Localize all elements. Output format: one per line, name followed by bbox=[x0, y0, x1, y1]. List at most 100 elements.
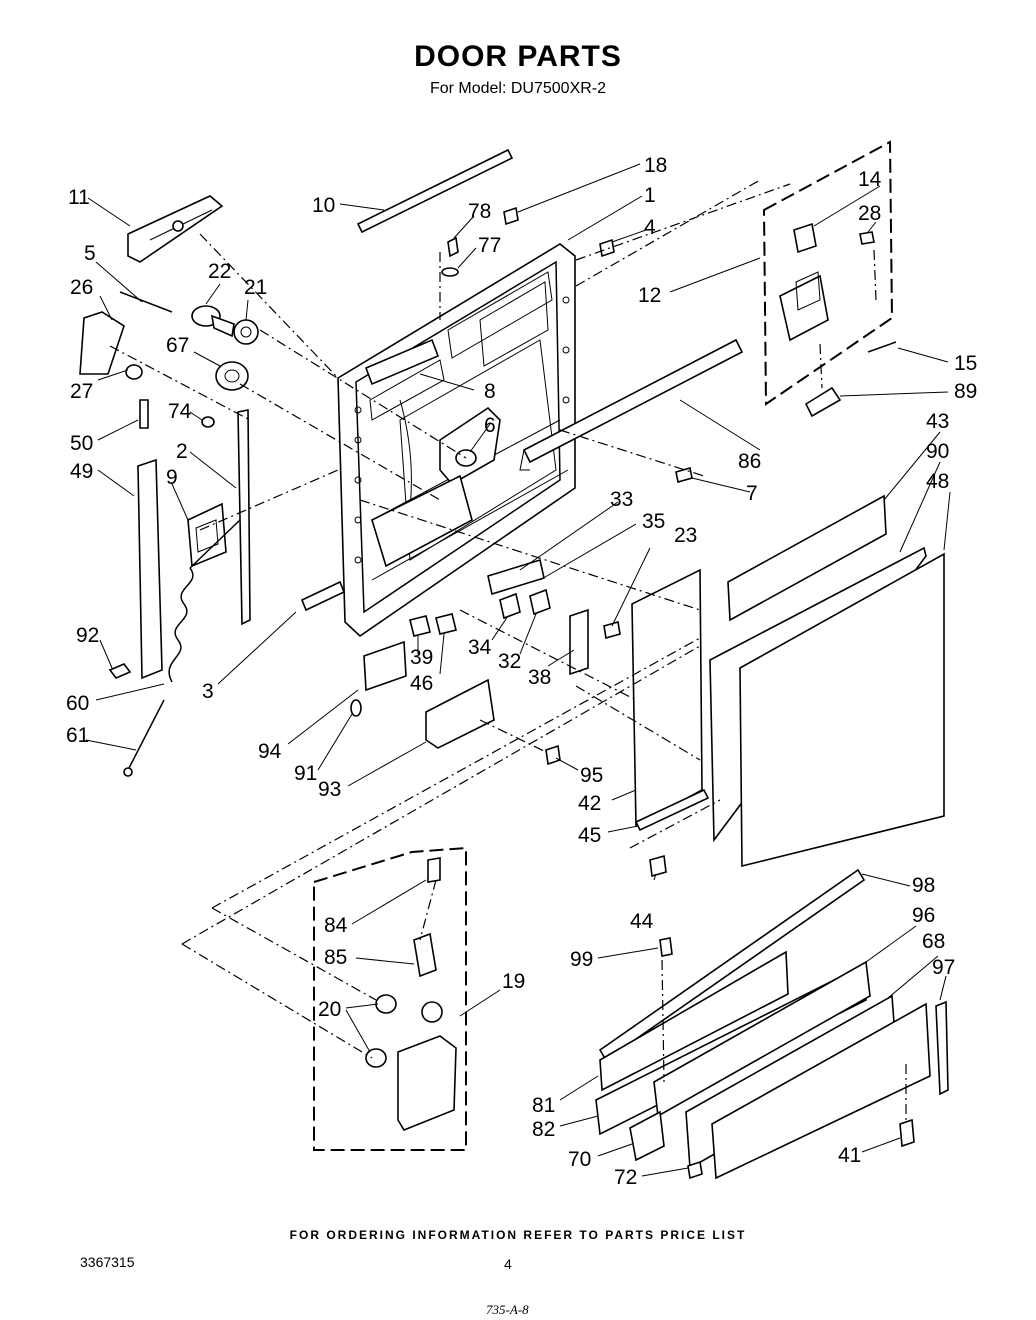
callout-77: 77 bbox=[478, 234, 501, 257]
callout-4: 4 bbox=[644, 216, 656, 239]
clip-46 bbox=[435, 613, 457, 635]
hinge-channel bbox=[137, 458, 163, 680]
callout-45: 45 bbox=[578, 824, 601, 847]
clip-32 bbox=[529, 588, 551, 616]
callout-8: 8 bbox=[484, 380, 496, 403]
strip-98 bbox=[598, 868, 866, 1062]
callout-50: 50 bbox=[70, 432, 93, 455]
callout-72: 72 bbox=[614, 1166, 637, 1189]
mounting-plate bbox=[187, 502, 227, 568]
callout-82: 82 bbox=[532, 1118, 555, 1141]
bracket-93 bbox=[425, 678, 495, 749]
roller-20b bbox=[365, 1048, 387, 1068]
vent-assembly bbox=[371, 474, 473, 568]
dispenser-hub bbox=[439, 406, 501, 486]
callout-14: 14 bbox=[858, 168, 882, 191]
spring-link bbox=[189, 519, 241, 569]
clip-34 bbox=[499, 592, 521, 620]
screw-95 bbox=[545, 744, 561, 766]
callout-27: 27 bbox=[70, 380, 93, 403]
callout-85: 85 bbox=[324, 946, 347, 969]
leader-lines bbox=[85, 163, 951, 1177]
callout-19: 19 bbox=[502, 970, 525, 993]
door-gasket-strip bbox=[356, 148, 514, 234]
callout-3: 3 bbox=[202, 680, 214, 703]
callout-74: 74 bbox=[168, 400, 192, 423]
link-89 bbox=[804, 386, 842, 418]
callout-5: 5 bbox=[84, 242, 96, 265]
screw-74 bbox=[201, 416, 215, 428]
screw-99 bbox=[659, 937, 673, 957]
panel-81 bbox=[599, 950, 789, 1092]
callout-99: 99 bbox=[570, 948, 593, 971]
latch-38 bbox=[569, 608, 589, 676]
outer-door-panel bbox=[739, 552, 945, 868]
rod-45 bbox=[634, 788, 710, 832]
page-number: 4 bbox=[504, 1256, 512, 1272]
callout-35: 35 bbox=[642, 510, 665, 533]
screw-28 bbox=[859, 231, 875, 245]
callout-94: 94 bbox=[258, 740, 282, 763]
screw-72 bbox=[687, 1160, 703, 1180]
callout-78: 78 bbox=[468, 200, 491, 223]
bushing bbox=[125, 364, 143, 380]
callout-92: 92 bbox=[76, 624, 99, 647]
screw-23 bbox=[603, 620, 621, 640]
callout-22: 22 bbox=[208, 260, 231, 283]
callout-32: 32 bbox=[498, 650, 521, 673]
knob-washer bbox=[233, 319, 259, 345]
spring-cable bbox=[127, 699, 165, 771]
callout-48: 48 bbox=[926, 470, 949, 493]
rod-15 bbox=[867, 341, 897, 353]
callout-81: 81 bbox=[532, 1094, 555, 1117]
callout-46: 46 bbox=[410, 672, 433, 695]
pin-rod bbox=[119, 291, 173, 313]
screw-44 bbox=[649, 854, 667, 878]
callout-23: 23 bbox=[674, 524, 697, 547]
control-panel-43 bbox=[727, 494, 887, 622]
callout-33: 33 bbox=[610, 488, 633, 511]
screw-92 bbox=[108, 663, 132, 679]
callout-95: 95 bbox=[580, 764, 603, 787]
callout-93: 93 bbox=[318, 778, 341, 801]
panel-97-edge bbox=[935, 1000, 949, 1096]
document-number: 3367315 bbox=[80, 1254, 135, 1270]
bottom-strip bbox=[300, 580, 346, 612]
switch-cam bbox=[421, 1001, 443, 1023]
callout-61: 61 bbox=[66, 724, 89, 747]
screw-41 bbox=[899, 1118, 915, 1148]
callout-90: 90 bbox=[926, 440, 949, 463]
door-rail bbox=[522, 338, 744, 464]
switch-body bbox=[397, 1035, 457, 1131]
callout-20: 20 bbox=[318, 998, 341, 1021]
screw-7 bbox=[675, 466, 693, 484]
callout-10: 10 bbox=[312, 194, 335, 217]
callout-84: 84 bbox=[324, 914, 348, 937]
callout-labels: 11 5 26 27 50 49 92 60 61 10 22 21 67 74… bbox=[66, 154, 977, 1189]
callout-1: 1 bbox=[644, 184, 656, 207]
callout-91: 91 bbox=[294, 762, 317, 785]
callout-70: 70 bbox=[568, 1148, 591, 1171]
switch-assembly-box bbox=[313, 846, 467, 1151]
callout-96: 96 bbox=[912, 904, 935, 927]
block-94 bbox=[363, 640, 407, 692]
hinge-arm bbox=[237, 409, 251, 626]
callout-60: 60 bbox=[66, 692, 89, 715]
callout-26: 26 bbox=[70, 276, 93, 299]
insulation-panel bbox=[631, 568, 703, 828]
callout-2: 2 bbox=[176, 440, 188, 463]
roller-20a bbox=[375, 994, 397, 1014]
callout-12: 12 bbox=[638, 284, 661, 307]
callout-28: 28 bbox=[858, 202, 881, 225]
switch-85 bbox=[413, 932, 437, 978]
screw-4 bbox=[599, 238, 615, 258]
washer-77 bbox=[441, 267, 459, 277]
callout-6: 6 bbox=[484, 414, 496, 437]
screw-50 bbox=[139, 399, 149, 429]
callout-9: 9 bbox=[166, 466, 178, 489]
screw-78 bbox=[447, 236, 459, 258]
callout-97: 97 bbox=[932, 956, 955, 979]
ordering-note: FOR ORDERING INFORMATION REFER TO PARTS … bbox=[289, 1228, 747, 1242]
